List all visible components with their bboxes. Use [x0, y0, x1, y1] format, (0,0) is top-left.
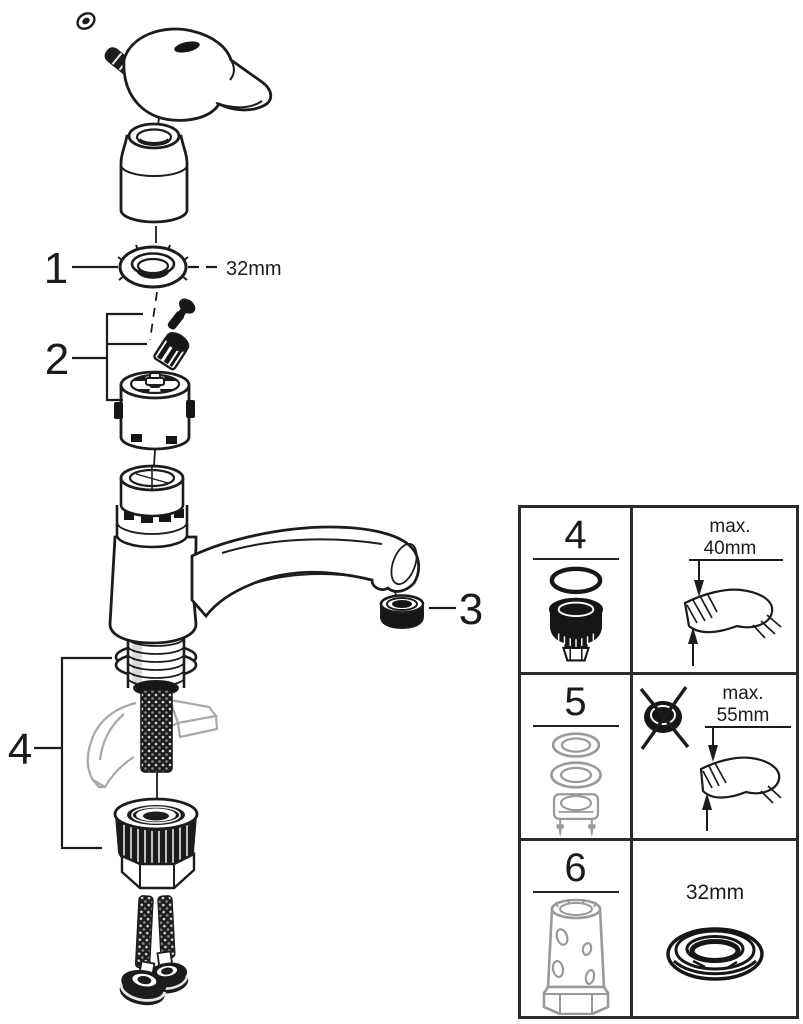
callout-4-group: 4 — [8, 656, 112, 850]
row6-size-label: 32mm — [686, 881, 744, 904]
row5-max-label: max. — [722, 683, 763, 704]
row4-max-label: max. — [709, 516, 750, 537]
callout-2-group: 2 — [45, 312, 147, 402]
dome-cap — [119, 122, 189, 243]
row4-max-value: 40mm — [704, 538, 757, 559]
max-55mm-depth-icon: max. 55mm — [639, 683, 791, 831]
spec-row6-part-cell: 6 — [521, 841, 633, 1016]
body-top-ring — [119, 464, 185, 518]
max-40mm-depth-icon: max. 40mm — [683, 516, 783, 666]
spec-row4-underline — [532, 558, 619, 560]
spec-row5-note-cell: max. 55mm — [633, 675, 796, 841]
spec-row5-underline — [532, 725, 619, 727]
spec-row4-note-cell: max. 40mm — [633, 508, 796, 675]
handle-slot — [174, 41, 200, 53]
callout-1: 1 — [44, 244, 68, 293]
countertop-ghost — [86, 698, 219, 789]
spec-row6-underline — [532, 891, 619, 893]
lever-handle — [122, 27, 273, 134]
spec-row4-number: 4 — [564, 513, 587, 557]
cartridge-adapter — [153, 332, 190, 371]
ring-nut — [117, 244, 189, 289]
callout-2: 2 — [45, 335, 69, 384]
hose-connector-left — [119, 960, 167, 1006]
callout-1-group: 1 32mm — [44, 244, 282, 293]
faucet-body — [108, 464, 421, 645]
ring-nut-size-label: 32mm — [226, 258, 282, 280]
cartridge — [114, 370, 195, 467]
spec-row4-part-cell: 4 — [521, 508, 633, 675]
spout — [190, 525, 421, 619]
spec-table: 4 max. 40mm — [518, 505, 799, 1019]
ring-nut-32mm-icon: 32mm — [666, 881, 764, 981]
spec-row5-part-cell: 5 — [521, 675, 633, 841]
callout-3-group: 3 — [429, 585, 483, 634]
supply-hoses — [119, 895, 189, 1006]
spec-row5-number: 5 — [564, 680, 587, 724]
spec-row6-note-cell: 32mm — [633, 841, 796, 1016]
cartridge-group — [114, 291, 196, 467]
crossed-out-nut-icon — [639, 686, 690, 750]
riser-tube — [140, 689, 173, 800]
oring-aerator-icon — [548, 566, 603, 662]
callout-4: 4 — [8, 725, 32, 774]
socket-tool-icon — [542, 898, 609, 1015]
body-collar — [115, 505, 189, 549]
aerator — [379, 594, 425, 630]
mounting-nut — [113, 797, 199, 870]
callout-3: 3 — [459, 585, 483, 634]
cartridge-screw — [167, 298, 196, 330]
row5-max-value: 55mm — [717, 705, 770, 726]
hex-adapter — [120, 852, 196, 890]
spec-row6-number: 6 — [564, 846, 587, 890]
washers-bracket-icon — [549, 732, 602, 838]
hose-connector-right — [147, 950, 189, 994]
